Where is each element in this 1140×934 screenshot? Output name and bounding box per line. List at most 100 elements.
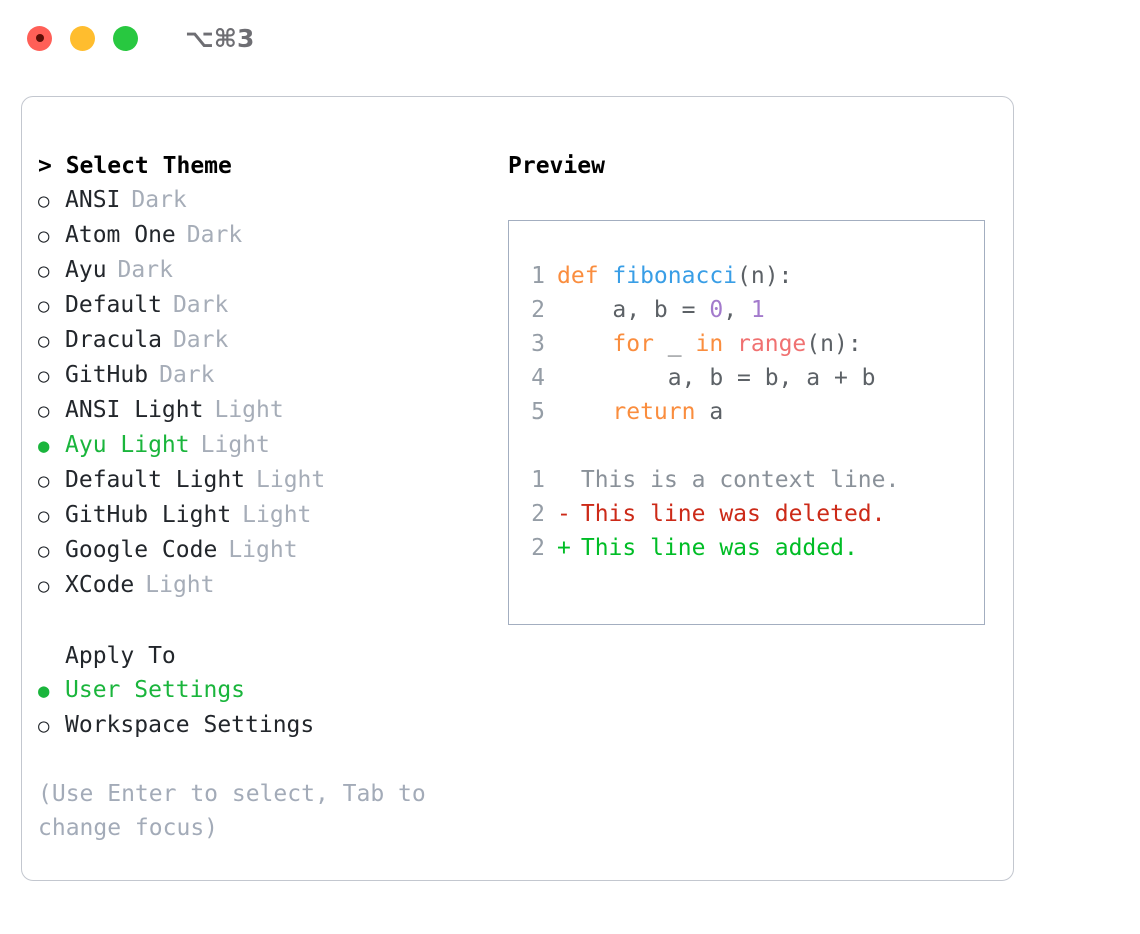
theme-variant-tag: Dark [131,187,187,213]
diff-text: This line was deleted. [580,501,886,527]
theme-list-column: > Select Theme ○ ANSI Dark ○ Atom One Da… [22,149,490,845]
theme-option-github-light[interactable]: ○ GitHub Light Light [38,498,490,533]
line-number: 4 [531,365,545,391]
radio-icon: ○ [38,295,50,317]
token-plain: , [723,297,751,323]
theme-option-default-light[interactable]: ○ Default Light Light [38,463,490,498]
theme-selector-dialog: > Select Theme ○ ANSI Dark ○ Atom One Da… [21,96,1014,881]
apply-to-option-user-settings[interactable]: ● User Settings [38,673,490,708]
theme-option-atom-one[interactable]: ○ Atom One Dark [38,218,490,253]
theme-option-ayu-light[interactable]: ● Ayu Light Light [38,428,490,463]
token-number: 1 [750,297,765,323]
radio-icon: ○ [38,190,50,212]
theme-option-label: Ayu [65,257,107,283]
token-plain: (n): [806,331,862,357]
theme-variant-tag: Dark [117,257,173,283]
theme-option-label: Ayu Light [65,432,190,458]
theme-variant-tag: Light [256,467,326,493]
diff-sample: 1 This is a context line. 2 - This line … [527,463,984,565]
diff-text: This is a context line. [580,467,900,493]
apply-to-heading: Apply To [65,643,176,669]
diff-line-context: 1 This is a context line. [527,463,984,497]
theme-variant-tag: Light [228,537,298,563]
token-plain: _ [653,331,696,357]
theme-option-label: GitHub Light [65,502,232,528]
theme-variant-tag: Light [242,502,312,528]
radio-icon: ○ [38,330,50,352]
theme-option-label: Default Light [65,467,246,493]
theme-option-label: Atom One [65,222,176,248]
token-plain: a [695,399,724,425]
theme-option-ansi[interactable]: ○ ANSI Dark [38,183,490,218]
theme-variant-tag: Dark [172,327,229,353]
line-number: 1 [531,467,545,493]
preview-column: Preview 1 def fibonacci(n): 2 a, b = 0, … [490,149,1013,845]
diff-marker [557,463,571,497]
theme-option-label: ANSI [65,187,121,213]
token-keyword: in [695,331,724,357]
apply-to-option-list: ● User Settings ○ Workspace Settings [38,673,490,743]
close-icon [35,34,44,42]
token-function: fibonacci [612,263,738,289]
radio-icon: ○ [38,225,50,247]
theme-variant-tag: Light [200,432,270,458]
maximize-window-button[interactable] [113,25,138,51]
theme-option-github[interactable]: ○ GitHub Dark [38,358,490,393]
theme-option-google-code[interactable]: ○ Google Code Light [38,533,490,568]
theme-option-label: XCode [65,572,135,598]
radio-selected-icon: ● [38,680,50,702]
theme-option-label: Dracula [65,327,162,353]
theme-option-default[interactable]: ○ Default Dark [38,288,490,323]
diff-marker: + [557,535,571,561]
code-line: 3 for _ in range(n): [527,327,984,361]
close-window-button[interactable] [27,25,52,51]
line-number: 2 [531,501,545,527]
theme-option-label: GitHub [65,362,149,388]
theme-variant-tag: Dark [186,222,243,248]
token-plain: (n): [737,263,793,289]
apply-to-option-label: User Settings [65,677,246,703]
apply-to-option-label: Workspace Settings [65,712,315,738]
theme-option-label: Default [65,292,162,318]
radio-icon: ○ [38,505,50,527]
traffic-lights [27,25,138,51]
diff-line-added: 2 + This line was added. [527,531,984,565]
diff-line-deleted: 2 - This line was deleted. [527,497,984,531]
preview-panel: 1 def fibonacci(n): 2 a, b = 0, 1 3 for … [508,220,985,625]
line-number: 5 [531,399,545,425]
code-content: a, b = 0, 1 [557,293,765,327]
diff-spacer [527,429,984,463]
radio-icon: ○ [38,575,50,597]
apply-to-option-workspace-settings[interactable]: ○ Workspace Settings [38,708,490,743]
token-keyword: return [612,399,696,425]
diff-text: This line was added. [580,535,858,561]
theme-variant-tag: Light [145,572,215,598]
radio-icon: ○ [38,470,50,492]
line-number: 2 [531,535,545,561]
code-line: 2 a, b = 0, 1 [527,293,984,327]
theme-option-dracula[interactable]: ○ Dracula Dark [38,323,490,358]
theme-option-ayu[interactable]: ○ Ayu Dark [38,253,490,288]
line-number: 3 [531,331,545,357]
theme-option-xcode[interactable]: ○ XCode Light [38,568,490,603]
theme-option-label: ANSI Light [65,397,204,423]
code-content: return a [557,395,723,429]
token-plain: a, b = [557,297,710,323]
line-number: 1 [531,263,545,289]
token-plain [723,331,737,357]
token-call: range [737,331,807,357]
minimize-window-button[interactable] [70,25,95,51]
radio-icon: ○ [38,365,50,387]
theme-variant-tag: Dark [172,292,229,318]
radio-icon: ○ [38,400,50,422]
code-line: 1 def fibonacci(n): [527,259,984,293]
section-spacer [38,603,490,639]
theme-option-list: ○ ANSI Dark ○ Atom One Dark ○ Ayu Dark ○… [38,183,490,603]
radio-icon: ○ [38,715,50,737]
theme-option-ansi-light[interactable]: ○ ANSI Light Light [38,393,490,428]
code-line: 5 return a [527,395,984,429]
select-theme-heading: > Select Theme [38,153,232,179]
keyboard-shortcut-label: ⌥⌘3 [185,23,255,53]
radio-selected-icon: ● [38,435,50,457]
token-plain: a, b = b, a + b [557,365,876,391]
